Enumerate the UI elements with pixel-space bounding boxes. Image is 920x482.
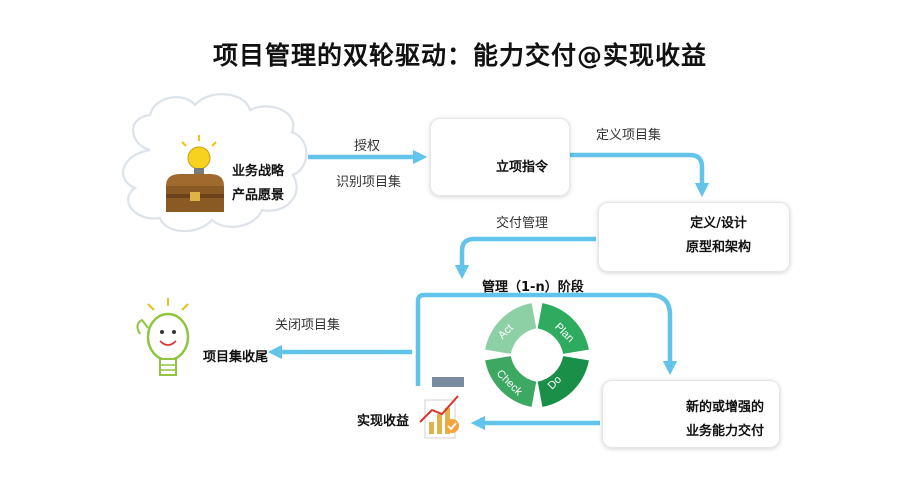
benefits-label: 实现收益: [357, 414, 410, 429]
initiation-box: [430, 118, 570, 196]
happy-bulb-mascot-icon: [136, 298, 190, 376]
identify-program-label: 识别项目集: [336, 175, 402, 190]
page-title: 项目管理的双轮驱动：能力交付@实现收益: [212, 41, 707, 70]
lightbulb-chest-icon: [166, 135, 224, 212]
pdca-do-segment: [537, 356, 589, 407]
pdca-check-segment: [485, 356, 537, 407]
arrow-delivery: [454, 236, 596, 280]
pdca-cycle: [485, 303, 589, 407]
arrow-phase-loop: [415, 292, 678, 386]
design-label: 定义/设计 原型和架构: [686, 216, 752, 255]
define-program-label: 定义项目集: [596, 128, 662, 143]
pdca-act-segment: [485, 303, 537, 354]
pdca-plan-segment: [537, 303, 589, 354]
close-program-label: 关闭项目集: [275, 318, 341, 333]
benefits-chart-icon: [419, 377, 464, 439]
authorize-label: 授权: [354, 139, 381, 154]
delivery-management-label: 交付管理: [496, 216, 549, 231]
strategy-label: 业务战略 产品愿景: [232, 164, 285, 203]
arrow-define-program: [570, 152, 710, 198]
initiation-label: 立项指令: [496, 160, 549, 175]
capability-label: 新的或增强的 业务能力交付: [686, 400, 765, 439]
capability-box: [602, 380, 780, 448]
design-box: [598, 202, 790, 272]
phase-label: 管理（1-n）阶段: [482, 280, 584, 295]
closure-label: 项目集收尾: [203, 350, 269, 365]
